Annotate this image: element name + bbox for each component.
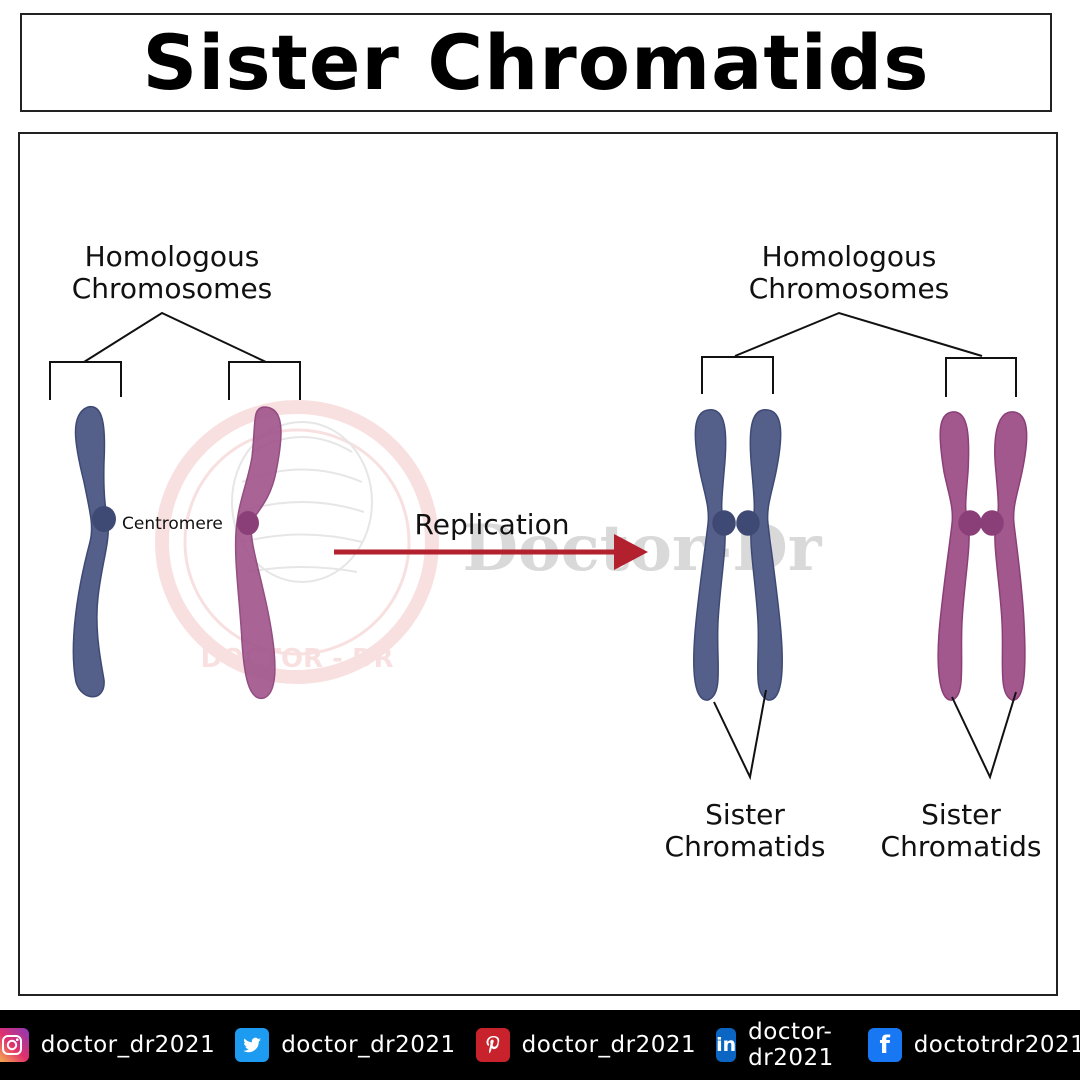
sister-left-label-line2: Chromatids [665, 830, 826, 863]
page-title: Sister Chromatids [142, 18, 930, 107]
chromosome-blue-replicated [693, 409, 783, 701]
instagram-icon [0, 1028, 29, 1062]
right-homologous-label-line2: Chromosomes [749, 272, 950, 305]
seal-text: DOCTOR - DR [200, 644, 393, 674]
diagram-svg: DOCTOR - DR Doctor-Dr Homologous Chromos… [49, 240, 1042, 863]
sister-right-label-line1: Sister [921, 798, 1001, 831]
sister-right-label-line2: Chromatids [881, 830, 1042, 863]
diagram-panel: DOCTOR - DR Doctor-Dr Homologous Chromos… [18, 132, 1058, 996]
linkedin-icon: in [716, 1028, 737, 1062]
left-homologous-label-line2: Chromosomes [72, 272, 273, 305]
sister-pointer-lines-left [713, 689, 767, 781]
twitter-icon [235, 1028, 270, 1062]
chromosome-purple-replicated [937, 411, 1028, 701]
linkedin-handle: doctor-dr2021 [748, 1019, 834, 1071]
right-homologous-label-line1: Homologous [762, 240, 937, 273]
left-homologous-label-line1: Homologous [85, 240, 260, 273]
right-homologous-bracket [701, 311, 1017, 397]
centromere-label: Centromere [122, 514, 223, 534]
facebook-handle: doctotrdr2021 [913, 1032, 1080, 1058]
sister-left-label-line1: Sister [705, 798, 785, 831]
chromosome-blue-single [72, 406, 110, 698]
chromosome-purple-single [234, 406, 282, 699]
centromere-purple-single [237, 511, 259, 535]
linkedin-link[interactable]: in doctor-dr2021 [716, 1019, 848, 1071]
replication-arrow [334, 534, 648, 570]
instagram-handle: doctor_dr2021 [40, 1032, 216, 1058]
pinterest-handle: doctor_dr2021 [521, 1032, 697, 1058]
facebook-icon: f [867, 1028, 902, 1062]
title-box: Sister Chromatids [20, 13, 1052, 112]
left-homologous-bracket [49, 311, 301, 400]
sister-pointer-lines-right [951, 691, 1017, 780]
twitter-handle: doctor_dr2021 [281, 1032, 456, 1058]
facebook-link[interactable]: f doctotrdr2021 [867, 1028, 1080, 1062]
pinterest-icon [475, 1028, 510, 1062]
social-footer: doctor_dr2021 doctor_dr2021 doctor_dr202… [0, 1010, 1080, 1080]
centromere-blue-single [92, 506, 116, 532]
replication-label: Replication [415, 508, 570, 541]
twitter-link[interactable]: doctor_dr2021 [235, 1028, 455, 1062]
pinterest-link[interactable]: doctor_dr2021 [475, 1028, 697, 1062]
watermark-seal: DOCTOR - DR [155, 400, 439, 684]
instagram-link[interactable]: doctor_dr2021 [0, 1028, 215, 1062]
